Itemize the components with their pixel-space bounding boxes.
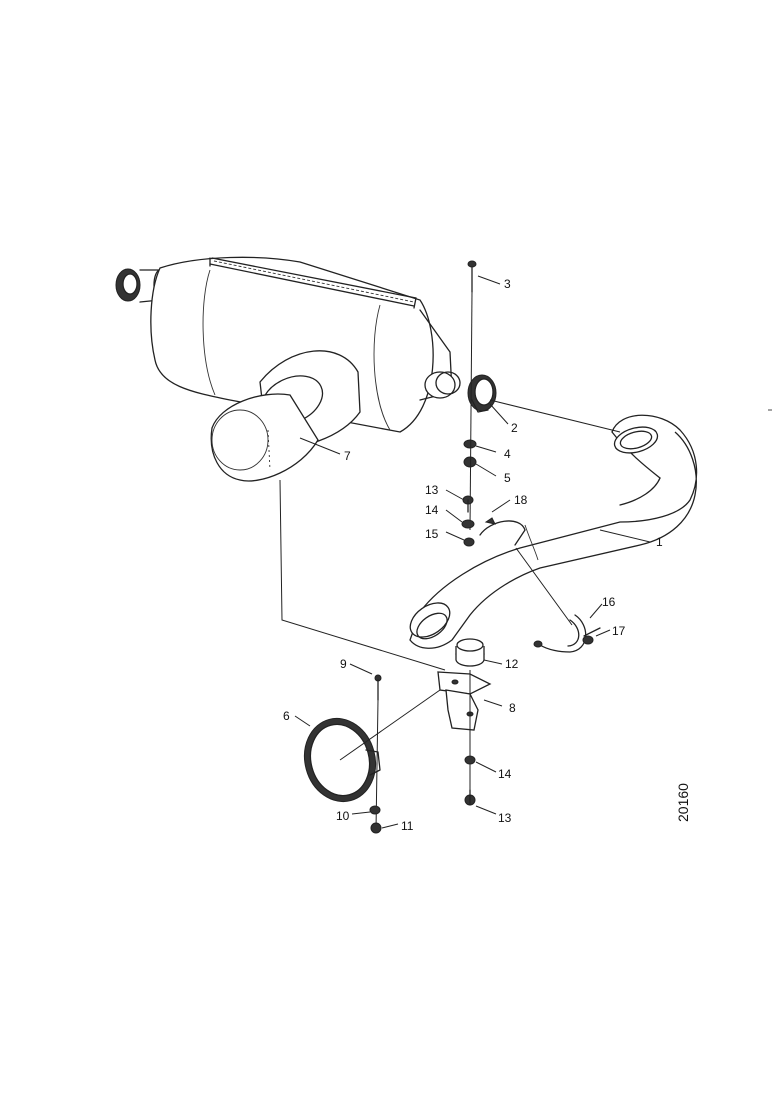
callout-16: 16 — [602, 595, 616, 609]
callout-5: 5 — [504, 471, 511, 485]
callout-15: 15 — [425, 527, 439, 541]
strap-16 — [533, 614, 587, 653]
bolt-3 — [467, 260, 477, 293]
callout-leaders — [294, 275, 651, 829]
washer-4 — [463, 439, 477, 449]
bolt-13-upper — [462, 495, 474, 513]
rubber-block-12 — [455, 638, 485, 667]
callout-12: 12 — [505, 657, 519, 671]
callout-17: 17 — [612, 624, 626, 638]
figure-reference-number: 20160 — [675, 783, 691, 822]
clamp-2 — [467, 374, 497, 413]
washer-14-lower — [464, 755, 476, 765]
callout-3: 3 — [504, 277, 511, 291]
callout-1: 1 — [656, 535, 663, 549]
bolt-13-lower — [464, 789, 476, 806]
callout-8: 8 — [509, 701, 516, 715]
callout-14-upper: 14 — [425, 503, 439, 517]
nut-5 — [463, 456, 477, 468]
silencer-side-outlet — [210, 350, 361, 482]
callout-11: 11 — [401, 819, 414, 833]
callout-7: 7 — [344, 449, 351, 463]
clamp-18 — [479, 517, 526, 546]
callout-9: 9 — [340, 657, 347, 671]
washer-15 — [463, 537, 475, 547]
silencer — [115, 256, 461, 482]
callout-labels: 1 2 3 4 5 6 7 8 9 10 11 12 13 13 14 14 1… — [283, 277, 663, 833]
silencer-outlet — [419, 309, 461, 401]
callout-18: 18 — [514, 493, 528, 507]
callout-13-upper: 13 — [425, 483, 439, 497]
bracket-8 — [437, 671, 492, 731]
callout-2: 2 — [511, 421, 518, 435]
callout-4: 4 — [504, 447, 511, 461]
fastener-17 — [582, 627, 601, 645]
silencer-top-rib — [209, 257, 417, 309]
washer-14-upper — [461, 519, 475, 529]
callout-10: 10 — [336, 809, 350, 823]
callout-13-lower: 13 — [498, 811, 512, 825]
callout-14-lower: 14 — [498, 767, 512, 781]
callout-6: 6 — [283, 709, 290, 723]
tail-pipe-1 — [409, 414, 698, 649]
washer-10 — [369, 805, 381, 815]
inlet-clamp — [115, 268, 167, 303]
nut-11 — [370, 822, 382, 834]
